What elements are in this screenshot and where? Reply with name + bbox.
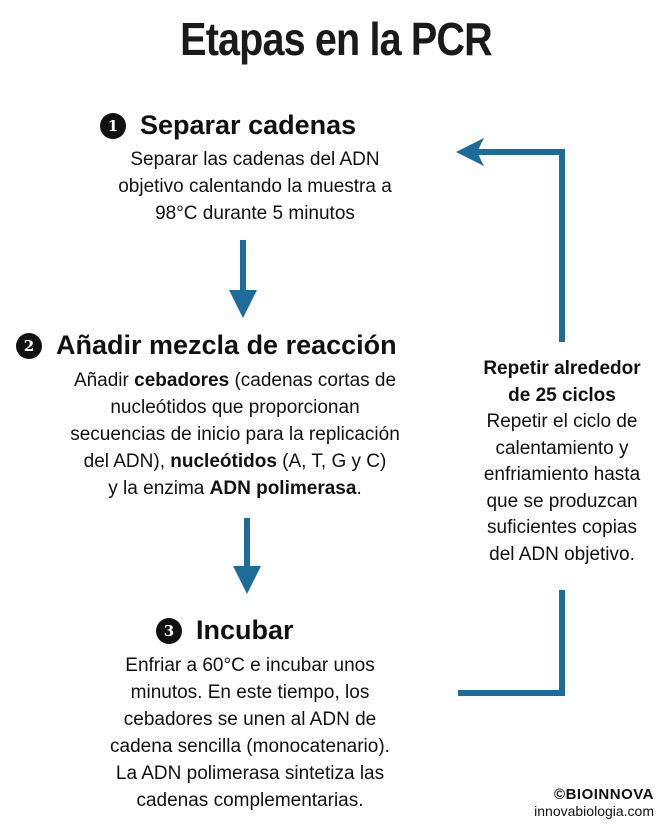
arrowhead-down-1	[229, 290, 257, 318]
step-number-badge: 1	[100, 112, 126, 139]
text-line: minutos. En este tiempo, los	[130, 682, 370, 703]
text-line: cebadores se unen al ADN de	[123, 709, 377, 730]
cycle-arrow-top	[470, 149, 565, 342]
cycle-heading: Repetir alrededor	[483, 358, 641, 379]
text-line: La ADN polimerasa sintetiza las	[115, 763, 385, 784]
step-3-description: Enfriar a 60°C e incubar unos minutos. E…	[80, 652, 420, 814]
cycle-note: Repetir alrededor de 25 ciclos Repetir e…	[462, 356, 662, 568]
text-line: que se produzcan	[486, 490, 638, 512]
text-line: Separar las cadenas del ADN	[130, 149, 380, 170]
text-line: nucleótidos que proporcionan	[110, 397, 360, 418]
step-number-badge: 2	[16, 332, 42, 359]
text-line: 98°C durante 5 minutos	[155, 203, 355, 224]
text-line: del ADN), nucleótidos (A, T, G y C)	[83, 451, 387, 472]
text-line: suficientes copias	[487, 517, 637, 538]
text-line: Repetir el ciclo de	[486, 411, 638, 432]
text-line: y la enzima ADN polimerasa.	[108, 478, 362, 499]
cycle-heading: de 25 ciclos	[508, 384, 616, 406]
step-1-heading: 1 Separar cadenas	[100, 110, 356, 141]
website-text: innovabiologia.com	[534, 803, 654, 819]
brand-logo: ©BIOINNOVA	[554, 786, 654, 803]
step-title: Separar cadenas	[140, 110, 357, 140]
step-title: Incubar	[196, 615, 294, 645]
arrowhead-down-2	[233, 566, 261, 594]
step-number-badge: 3	[156, 617, 182, 644]
text-line: secuencias de inicio para la replicación	[70, 424, 400, 445]
page-title: Etapas en la PCR	[180, 13, 492, 65]
credit: ©BIOINNOVA innovabiologia.com	[534, 786, 654, 819]
text-line: cadena sencilla (monocatenario).	[110, 736, 390, 757]
text-line: cadenas complementarias.	[136, 790, 364, 811]
step-2-heading: 2 Añadir mezcla de reacción	[16, 330, 397, 361]
arrowhead-left	[456, 138, 484, 166]
step-2-description: Añadir cebadores (cadenas cortas de nucl…	[40, 367, 430, 502]
text-line: Añadir cebadores (cadenas cortas de	[73, 370, 397, 391]
text-line: objetivo calentando la muestra a	[118, 176, 392, 197]
text-line: Enfriar a 60°C e incubar unos	[125, 655, 375, 676]
step-title: Añadir mezcla de reacción	[56, 330, 397, 360]
text-line: enfriamiento hasta	[483, 464, 641, 485]
step-3-heading: 3 Incubar	[156, 615, 294, 646]
step-1-description: Separar las cadenas del ADN objetivo cal…	[90, 146, 420, 227]
text-line: del ADN objetivo.	[489, 543, 635, 565]
text-line: calentamiento y	[495, 437, 629, 459]
cycle-arrow-bottom	[458, 590, 565, 696]
